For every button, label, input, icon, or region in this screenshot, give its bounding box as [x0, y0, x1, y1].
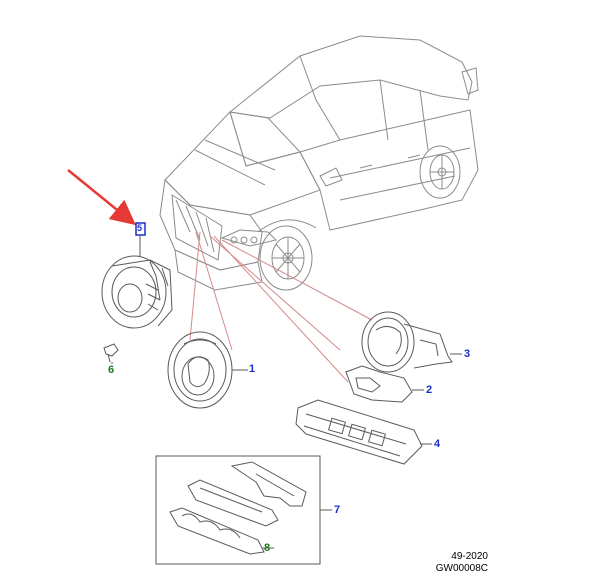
- part-script-emblem: [169, 507, 274, 555]
- vehicle-outline: [159, 35, 479, 291]
- callout-7: 7: [334, 504, 341, 516]
- indicator-arrow: [67, 169, 136, 226]
- callout-4: 4: [434, 438, 441, 450]
- part-clip: [103, 343, 119, 364]
- part-camera-housing: [101, 255, 173, 329]
- part-kit-bracket: [187, 461, 307, 527]
- date-code: 49-2020: [451, 551, 488, 562]
- callout-5: 5: [137, 223, 143, 233]
- part-nameplate: [295, 399, 432, 465]
- diagram-footer: 49-2020 GW00008C: [436, 551, 488, 575]
- callout-3: 3: [464, 348, 471, 360]
- callout-8: 8: [264, 542, 271, 554]
- part-grille-badge: [167, 331, 248, 409]
- callout-6: 6: [108, 364, 115, 376]
- part-badge-bracket: [361, 311, 462, 373]
- callout-1: 1: [249, 363, 256, 375]
- diagram-code: GW00008C: [435, 563, 488, 574]
- part-gasket: [345, 365, 424, 403]
- leader-lines-red: [189, 231, 373, 383]
- kit-frame: [155, 455, 332, 565]
- callout-2: 2: [426, 384, 433, 396]
